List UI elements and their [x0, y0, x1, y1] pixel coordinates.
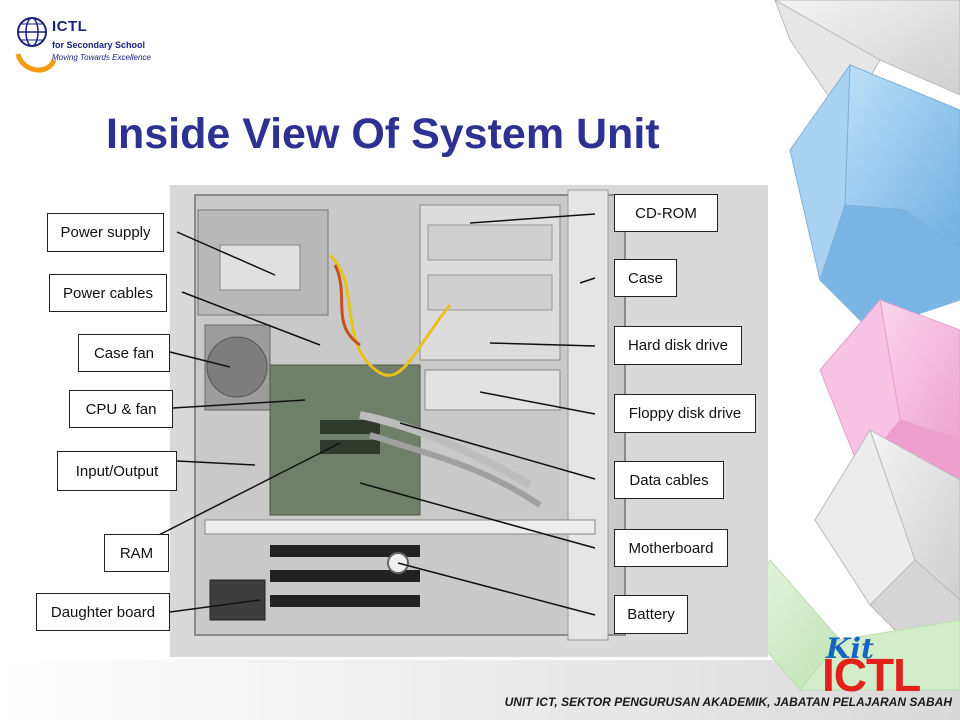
label-battery: Battery [614, 595, 688, 634]
logo-subtitle: for Secondary School [52, 40, 146, 50]
globe-logo-icon [15, 17, 56, 73]
label-power-supply: Power supply [47, 213, 164, 252]
label-floppy-disk-drive: Floppy disk drive [614, 394, 756, 433]
logo-brand: ICTL [52, 18, 88, 35]
label-cpu-fan: CPU & fan [69, 390, 173, 428]
label-input-output: Input/Output [57, 451, 177, 491]
kit-logo-word: Kit [826, 632, 874, 665]
page-title: Inside View Of System Unit [106, 110, 660, 158]
label-case-fan: Case fan [78, 334, 170, 372]
case-front-panel [567, 189, 609, 641]
label-case: Case [614, 259, 677, 297]
grey-cube-bottom [814, 428, 960, 641]
label-cd-rom: CD-ROM [614, 194, 718, 232]
logo-tagline: Moving Towards Excellence [52, 53, 151, 62]
power-cable-shape [328, 253, 452, 377]
expansion-bracket [204, 519, 596, 535]
label-data-cables: Data cables [614, 461, 724, 499]
label-motherboard: Motherboard [614, 529, 728, 567]
label-ram: RAM [104, 534, 169, 572]
data-cable-shape [359, 411, 532, 489]
label-daughter-board: Daughter board [36, 593, 170, 631]
label-power-cables: Power cables [49, 274, 167, 312]
blue-cube [789, 63, 960, 331]
kit-logo-brand: ICTL [822, 649, 921, 701]
leader-lines [148, 213, 596, 616]
label-hard-disk-drive: Hard disk drive [614, 326, 742, 365]
footer-text: UNIT ICT, SEKTOR PENGURUSAN AKADEMIK, JA… [504, 695, 952, 709]
